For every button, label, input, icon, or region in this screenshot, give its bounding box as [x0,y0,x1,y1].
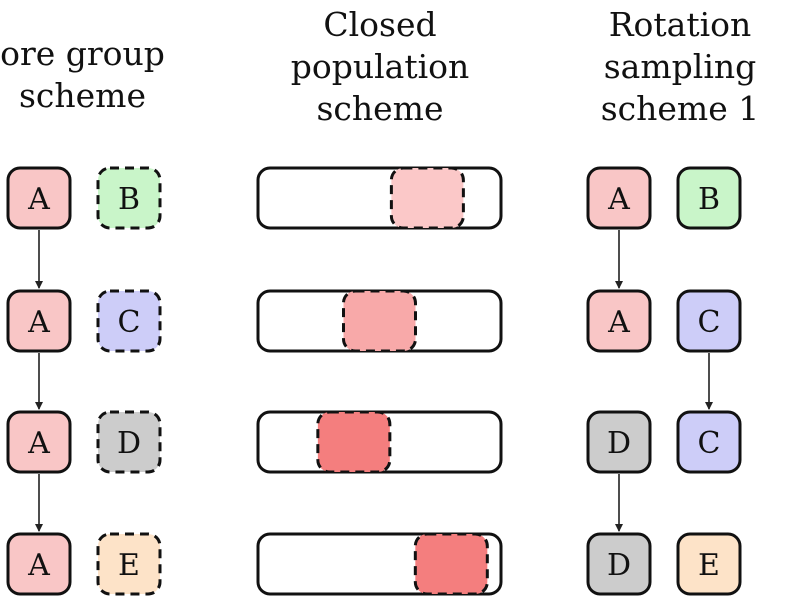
node-c: C [676,410,742,474]
node-label: A [27,426,50,461]
node-label: A [27,548,50,583]
node-d: D [96,410,162,474]
node-label: D [607,426,631,461]
node-d: D [586,410,652,474]
title-line: scheme [316,89,444,128]
node-label: B [118,182,140,217]
node-d: D [586,532,652,596]
node-b: B [96,166,162,230]
node-a: A [6,532,72,596]
sample-segment [316,410,392,474]
title-line: population [290,47,470,86]
node-label: A [607,305,630,340]
node-label: A [607,182,630,217]
node-label: E [118,548,140,583]
node-label: B [698,182,720,217]
node-b: B [676,166,742,230]
sample-segment [413,532,489,596]
node-c: C [96,289,162,353]
sample-segment [389,166,465,230]
node-label: D [117,426,141,461]
node-e: E [676,532,742,596]
node-e: E [96,532,162,596]
node-a: A [586,166,652,230]
title-rotation-sampling-scheme: Rotation sampling scheme 1 [580,4,780,130]
node-label: E [698,548,720,583]
title-core-group-scheme: ore group scheme [0,33,165,117]
title-closed-population-scheme: Closed population scheme [260,4,500,130]
node-label: C [698,305,721,340]
title-line: sampling [603,47,757,86]
title-line: Rotation [608,5,752,44]
node-label: D [607,548,631,583]
title-line: Closed [323,5,437,44]
title-line: scheme 1 [600,89,760,128]
node-c: C [676,289,742,353]
node-label: A [27,305,50,340]
node-label: C [118,305,141,340]
title-line: ore group [0,34,165,73]
node-label: A [27,182,50,217]
node-label: C [698,426,721,461]
node-a: A [586,289,652,353]
node-a: A [6,166,72,230]
node-a: A [6,410,72,474]
sample-segment [342,289,417,353]
node-a: A [6,289,72,353]
title-line: scheme [18,76,147,115]
